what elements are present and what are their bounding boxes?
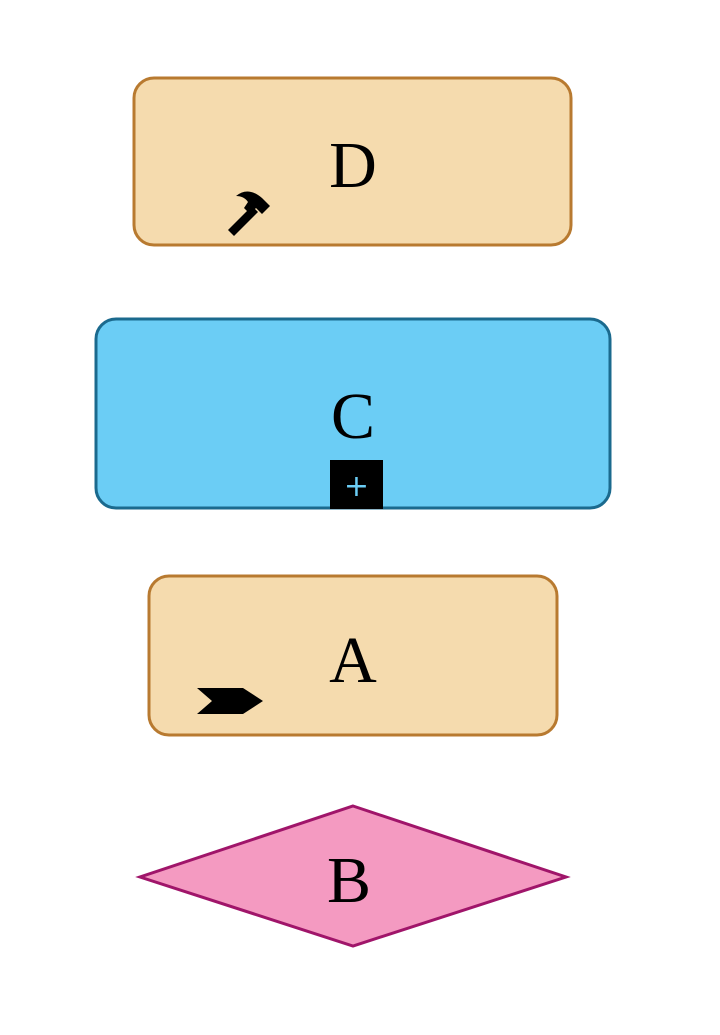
expand-plus-icon[interactable]: + bbox=[330, 460, 383, 509]
svg-text:+: + bbox=[344, 469, 369, 504]
node-label: C bbox=[331, 380, 375, 453]
node-label: D bbox=[329, 129, 377, 202]
node-label: B bbox=[327, 844, 371, 917]
send-arrow-icon bbox=[197, 688, 263, 714]
node-a[interactable]: A bbox=[147, 574, 559, 737]
node-d[interactable]: D bbox=[132, 76, 573, 247]
task-box bbox=[132, 76, 573, 247]
node-c[interactable]: C + bbox=[94, 317, 612, 510]
node-label: A bbox=[329, 624, 377, 697]
node-b[interactable]: B bbox=[135, 804, 571, 948]
gateway-diamond bbox=[135, 804, 571, 948]
hammer-icon bbox=[228, 191, 270, 236]
